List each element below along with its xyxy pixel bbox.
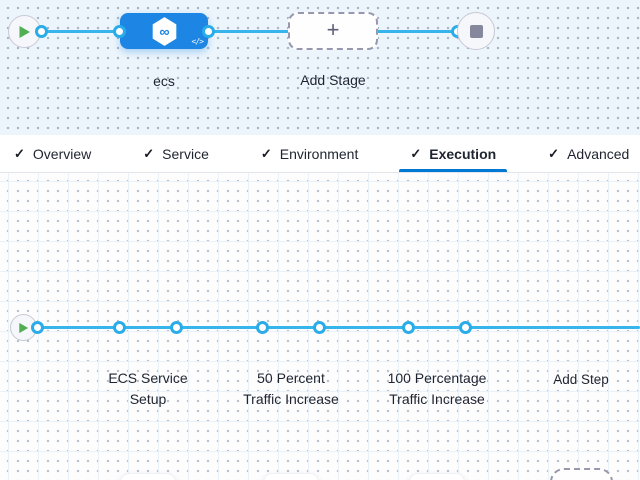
add-step-button[interactable]: + bbox=[550, 468, 613, 480]
step-port bbox=[31, 321, 44, 334]
execution-canvas[interactable]: </> </> bbox=[0, 173, 640, 480]
step-port bbox=[256, 321, 269, 334]
step-label: 50 Percent Traffic Increase bbox=[221, 368, 361, 410]
tab-label: Service bbox=[162, 145, 209, 162]
plus-icon: + bbox=[326, 17, 340, 42]
play-icon bbox=[19, 25, 30, 38]
step-label-line: Traffic Increase bbox=[243, 391, 339, 407]
step-port bbox=[459, 321, 472, 334]
add-step-label: Add Step bbox=[553, 372, 609, 387]
step-port bbox=[313, 321, 326, 334]
step-node-50-percent[interactable]: </> bbox=[263, 473, 319, 480]
stage-port bbox=[113, 25, 126, 38]
step-label-line: 50 Percent bbox=[257, 370, 325, 386]
svg-text:∞: ∞ bbox=[159, 24, 169, 40]
active-tab-indicator bbox=[399, 169, 508, 172]
check-icon: ✓ bbox=[548, 145, 560, 161]
stage-node-label: ecs bbox=[153, 73, 175, 89]
tab-execution[interactable]: ✓ Execution bbox=[396, 135, 510, 172]
tab-label: Environment bbox=[279, 145, 359, 162]
stop-icon bbox=[469, 24, 483, 38]
tab-label: Advanced bbox=[567, 145, 630, 162]
stage-node-ecs[interactable]: ∞ </> bbox=[120, 13, 208, 49]
step-node-ecs-service-setup[interactable]: </> bbox=[120, 473, 176, 480]
check-icon: ✓ bbox=[14, 145, 25, 161]
stage-port bbox=[35, 25, 48, 38]
tab-overview[interactable]: ✓ Overview bbox=[0, 135, 105, 172]
code-icon: </> bbox=[191, 37, 204, 46]
check-icon: ✓ bbox=[143, 145, 155, 161]
step-label: ECS Service Setup bbox=[78, 368, 218, 410]
step-port bbox=[113, 321, 126, 334]
step-port bbox=[170, 321, 183, 334]
stage-port bbox=[202, 25, 215, 38]
add-stage-button[interactable]: + bbox=[288, 12, 378, 50]
tab-environment[interactable]: ✓ Environment bbox=[247, 135, 373, 172]
play-icon bbox=[19, 322, 29, 333]
step-label-line: 100 Percentage bbox=[387, 370, 487, 386]
step-port bbox=[402, 321, 415, 334]
tab-label: Overview bbox=[32, 145, 92, 162]
tab-advanced[interactable]: ✓ Advanced bbox=[534, 135, 640, 172]
pipeline-end-node[interactable] bbox=[457, 12, 495, 50]
step-label-line: Traffic Increase bbox=[389, 391, 485, 407]
stage-canvas[interactable]: ∞ </> + ecs Add Stage bbox=[0, 0, 640, 135]
step-label-line: ECS Service bbox=[108, 370, 188, 386]
step-node-100-percentage[interactable]: </> bbox=[409, 473, 465, 480]
execution-wire bbox=[23, 326, 640, 329]
tab-label: Execution bbox=[429, 145, 497, 162]
check-icon: ✓ bbox=[260, 145, 272, 161]
check-icon: ✓ bbox=[410, 145, 422, 161]
stage-wire bbox=[24, 30, 458, 33]
add-stage-label: Add Stage bbox=[300, 72, 366, 88]
stage-hexagon-icon: ∞ bbox=[152, 16, 176, 46]
step-label: 100 Percentage Traffic Increase bbox=[367, 368, 507, 410]
stage-config-tabs: ✓ Overview ✓ Service ✓ Environment ✓ Exe… bbox=[0, 135, 640, 173]
tab-service[interactable]: ✓ Service bbox=[129, 135, 223, 172]
step-label-line: Setup bbox=[129, 391, 167, 407]
